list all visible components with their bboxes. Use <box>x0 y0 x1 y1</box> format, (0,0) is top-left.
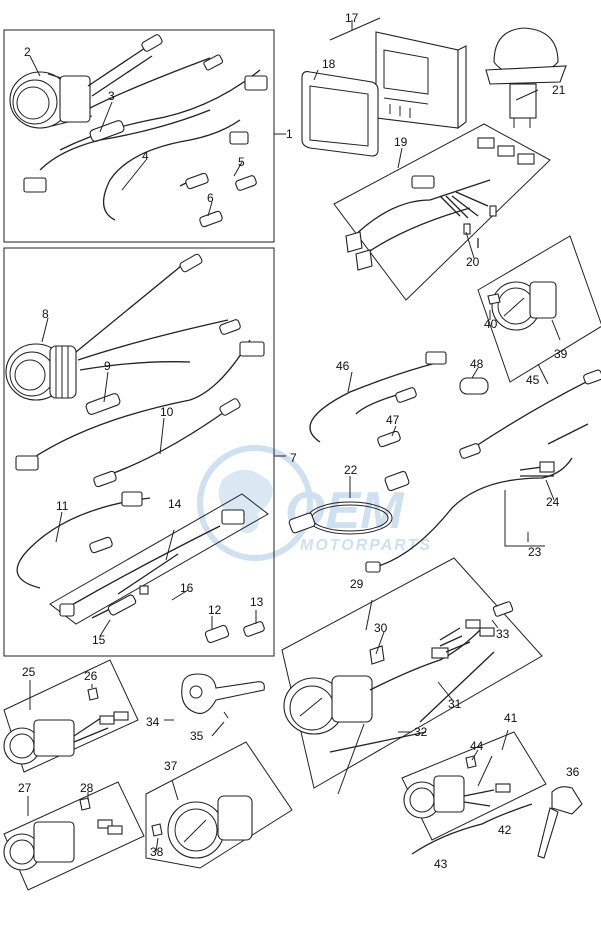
pump-34 <box>181 673 265 719</box>
cable-coil-22 <box>288 470 410 535</box>
switch-36 <box>537 786 583 859</box>
part-label-13: 13 <box>250 595 264 609</box>
group-box-14 <box>49 493 269 625</box>
part-label-7: 7 <box>290 451 297 465</box>
part-label-8: 8 <box>42 307 49 321</box>
part-label-29: 29 <box>350 577 364 591</box>
part-label-5: 5 <box>238 155 245 169</box>
part-label-34: 34 <box>146 715 160 729</box>
part-label-37: 37 <box>164 759 178 773</box>
part-label-22: 22 <box>344 463 358 477</box>
part-label-1: 1 <box>286 127 293 141</box>
part-label-23: 23 <box>528 545 542 559</box>
part-label-39: 39 <box>554 347 568 361</box>
part-label-44: 44 <box>470 739 484 753</box>
part-label-20: 20 <box>466 255 480 269</box>
gps-antenna-21 <box>485 27 567 128</box>
part-label-46: 46 <box>336 359 350 373</box>
part-label-31: 31 <box>448 697 462 711</box>
group-box-41 <box>401 731 547 855</box>
group-box-39 <box>477 235 601 383</box>
watermark-logo: OEM MOTORPARTS <box>197 445 432 561</box>
part-label-24: 24 <box>546 495 560 509</box>
part-label-36: 36 <box>566 765 580 779</box>
part-label-25: 25 <box>22 665 36 679</box>
part-label-41: 41 <box>504 711 518 725</box>
part-label-48: 48 <box>470 357 484 371</box>
watermark-subtitle: MOTORPARTS <box>300 537 432 554</box>
part-label-17: 17 <box>345 11 359 25</box>
part-label-11: 11 <box>56 499 69 513</box>
part-label-43: 43 <box>434 857 448 871</box>
connector-cap-48 <box>459 377 489 395</box>
part-label-42: 42 <box>498 823 512 837</box>
part-label-3: 3 <box>108 89 115 103</box>
part-label-45: 45 <box>526 373 540 387</box>
part-label-12: 12 <box>208 603 222 617</box>
group-box-19 <box>333 123 551 301</box>
display-unit-17 <box>375 31 467 130</box>
group-box-7 <box>3 247 275 657</box>
part-label-30: 30 <box>374 621 388 635</box>
group-box-27 <box>3 781 145 891</box>
part-label-9: 9 <box>104 359 111 373</box>
part-label-38: 38 <box>150 845 164 859</box>
part-label-15: 15 <box>92 633 106 647</box>
watermark-brand: OEM <box>285 482 405 540</box>
part-label-47: 47 <box>386 413 400 427</box>
part-label-19: 19 <box>394 135 408 149</box>
group-box-29 <box>281 557 543 795</box>
tachometer-gauge-2 <box>9 71 93 129</box>
tachometer-gauge-8 <box>5 343 77 401</box>
group-box-37 <box>145 741 293 869</box>
part-label-28: 28 <box>80 781 94 795</box>
part-label-16: 16 <box>180 581 194 595</box>
part-label-14: 14 <box>168 497 182 511</box>
part-label-21: 21 <box>552 83 566 97</box>
part-label-4: 4 <box>142 149 149 163</box>
group-box-1 <box>3 29 275 243</box>
part-label-26: 26 <box>84 669 98 683</box>
part-label-32: 32 <box>414 725 428 739</box>
part-label-6: 6 <box>207 191 214 205</box>
part-label-18: 18 <box>322 57 336 71</box>
group-box-25 <box>3 659 139 773</box>
part-label-33: 33 <box>496 627 510 641</box>
display-bezel-18 <box>301 71 379 157</box>
part-label-2: 2 <box>24 45 31 59</box>
part-label-40: 40 <box>484 317 498 331</box>
part-label-10: 10 <box>160 405 174 419</box>
part-label-27: 27 <box>18 781 32 795</box>
part-label-35: 35 <box>190 729 204 743</box>
